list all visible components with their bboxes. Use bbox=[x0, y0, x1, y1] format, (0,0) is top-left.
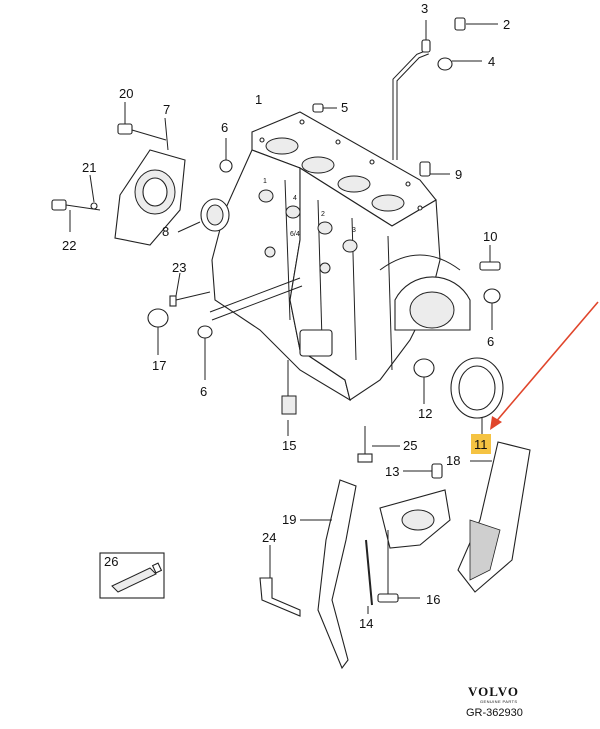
callout-13: 13 bbox=[385, 464, 399, 479]
callout-6-right: 6 bbox=[487, 334, 494, 349]
callout-2: 2 bbox=[503, 17, 510, 32]
red-pointer-arrow bbox=[490, 301, 599, 430]
callout-11-highlight bbox=[471, 434, 491, 454]
callout-16: 16 bbox=[426, 592, 440, 607]
rear-main-seal bbox=[450, 357, 504, 434]
callout-3: 3 bbox=[421, 1, 428, 16]
front-seal-housing bbox=[51, 102, 230, 246]
callout-4: 4 bbox=[488, 54, 495, 69]
callout-6-top: 6 bbox=[221, 120, 228, 135]
callout-19: 19 bbox=[282, 512, 296, 527]
callout-20: 20 bbox=[119, 86, 133, 101]
block-mark-1: 1 bbox=[263, 178, 267, 185]
block-mark-2: 2 bbox=[321, 211, 325, 218]
sealant-tube-box bbox=[99, 552, 165, 599]
callout-5: 5 bbox=[341, 100, 348, 115]
callout-25: 25 bbox=[403, 438, 417, 453]
callout-22: 22 bbox=[62, 238, 76, 253]
callout-15: 15 bbox=[282, 438, 296, 453]
brand-logo: VOLVO bbox=[468, 684, 519, 699]
block-mark-4: 4 bbox=[293, 195, 297, 202]
callout-23: 23 bbox=[172, 260, 186, 275]
small-parts bbox=[147, 103, 501, 463]
callout-26: 26 bbox=[104, 554, 118, 569]
callout-8: 8 bbox=[162, 224, 169, 239]
callout-labels: 1 2 3 4 5 6 7 8 9 10 6 12 11 13 18 15 25… bbox=[62, 1, 510, 631]
callout-12: 12 bbox=[418, 406, 432, 421]
callout-14: 14 bbox=[359, 616, 373, 631]
callout-17: 17 bbox=[152, 358, 166, 373]
callout-6-bottom: 6 bbox=[200, 384, 207, 399]
callout-10: 10 bbox=[483, 229, 497, 244]
callout-24: 24 bbox=[262, 530, 276, 545]
callout-18: 18 bbox=[446, 453, 460, 468]
callout-9: 9 bbox=[455, 167, 462, 182]
block-mark-6-4: 6/4 bbox=[290, 231, 300, 238]
lower-covers bbox=[259, 441, 531, 670]
callout-7: 7 bbox=[163, 102, 170, 117]
brand-tagline: GENUINE PARTS bbox=[480, 699, 518, 704]
volvo-brand-block: VOLVO GENUINE PARTS GR-362930 bbox=[466, 684, 523, 719]
callout-1: 1 bbox=[255, 92, 262, 107]
callout-21: 21 bbox=[82, 160, 96, 175]
callout-11: 11 bbox=[474, 437, 488, 452]
engine-block: 1 4 2 3 6/4 bbox=[209, 111, 471, 402]
block-mark-3: 3 bbox=[352, 227, 356, 234]
diagram-code: GR-362930 bbox=[466, 707, 523, 719]
dipstick-tube-assembly bbox=[392, 17, 498, 160]
